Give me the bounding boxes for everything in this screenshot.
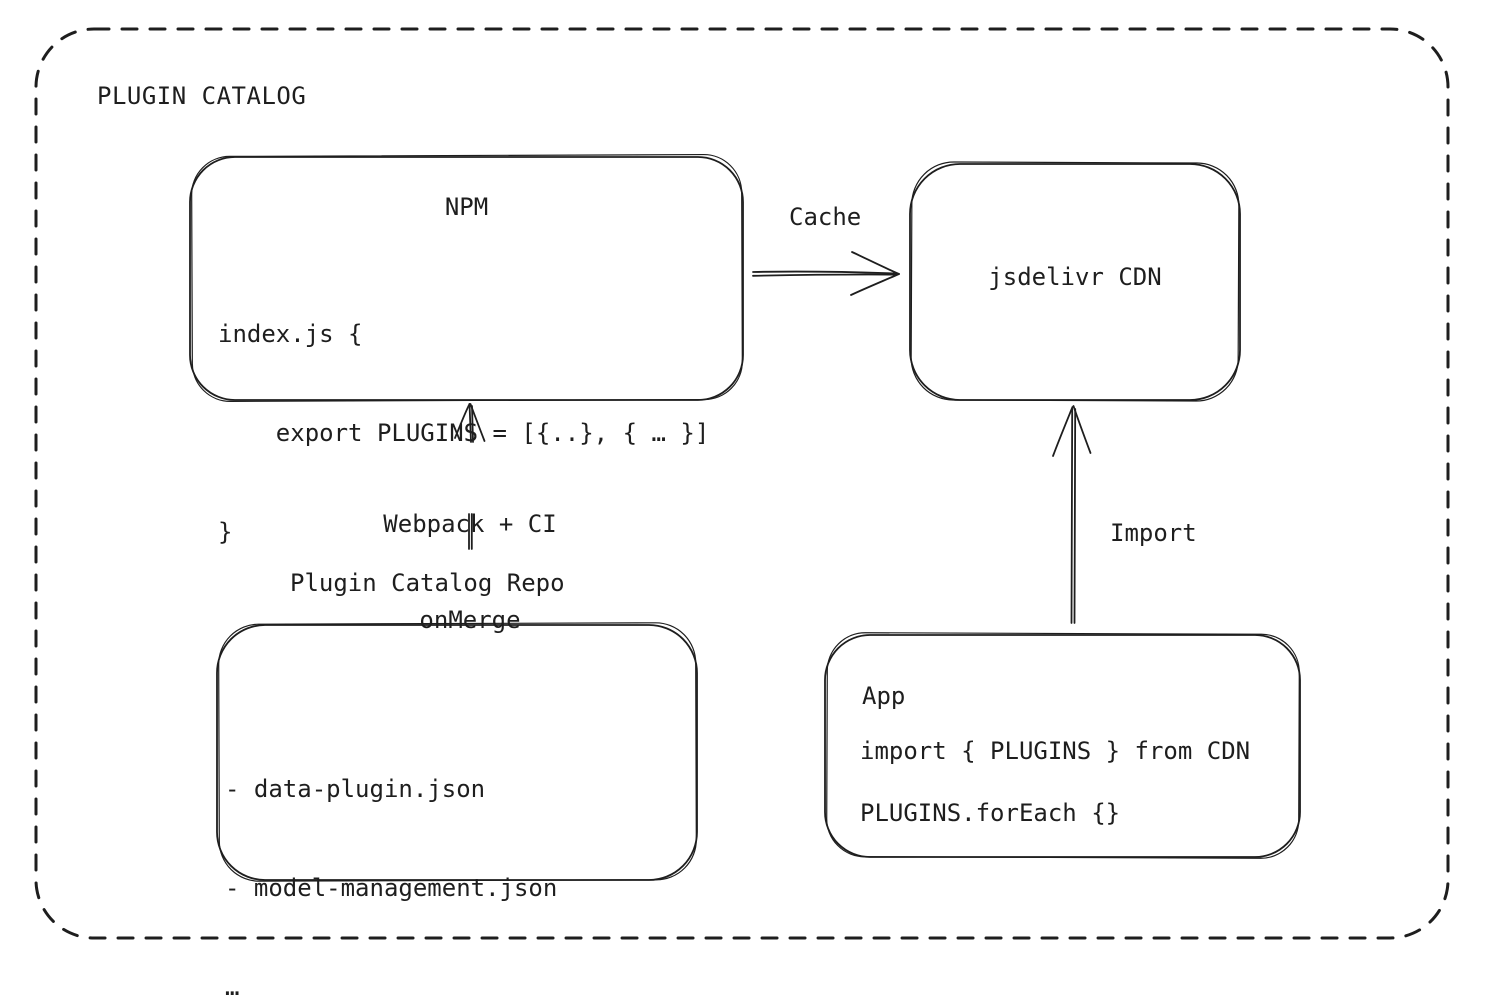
build-edge-label-line: onMerge [419, 606, 521, 634]
cache-arrow [752, 251, 900, 296]
build-edge-label: Webpack + CI onMerge [330, 444, 610, 700]
repo-file-list: - data-plugin.json - model-management.js… [225, 707, 557, 1002]
cache-edge-label: Cache [789, 203, 862, 231]
build-arrow [454, 403, 486, 550]
app-node-title: App [862, 682, 906, 710]
repo-file-item: - model-management.json [225, 874, 558, 902]
import-arrow [1052, 405, 1092, 624]
npm-code-line: index.js { [218, 320, 363, 348]
import-edge-label: Import [1110, 519, 1197, 547]
cdn-node-title: jsdelivr CDN [988, 263, 1162, 291]
npm-node-title: NPM [444, 193, 489, 221]
build-edge-label-line: Webpack + CI [383, 510, 557, 538]
cdn-box [909, 161, 1241, 402]
app-code-line: import { PLUGINS } from CDN [860, 737, 1251, 765]
repo-file-item: - data-plugin.json [225, 775, 486, 803]
npm-code-line: } [218, 518, 233, 546]
repo-box [216, 622, 698, 882]
repo-file-item: … [225, 973, 240, 1001]
plugin-catalog-frame [34, 27, 1450, 940]
repo-node-title: Plugin Catalog Repo [290, 569, 565, 597]
app-box [824, 632, 1301, 859]
app-code-line: PLUGINS.forEach {} [860, 799, 1121, 827]
npm-code-line: export PLUGINS = [{..}, { … }] [218, 419, 710, 447]
frame-title: PLUGIN CATALOG [97, 82, 307, 110]
npm-code-block: index.js { export PLUGINS = [{..}, { … }… [218, 252, 709, 615]
npm-box [189, 153, 744, 403]
